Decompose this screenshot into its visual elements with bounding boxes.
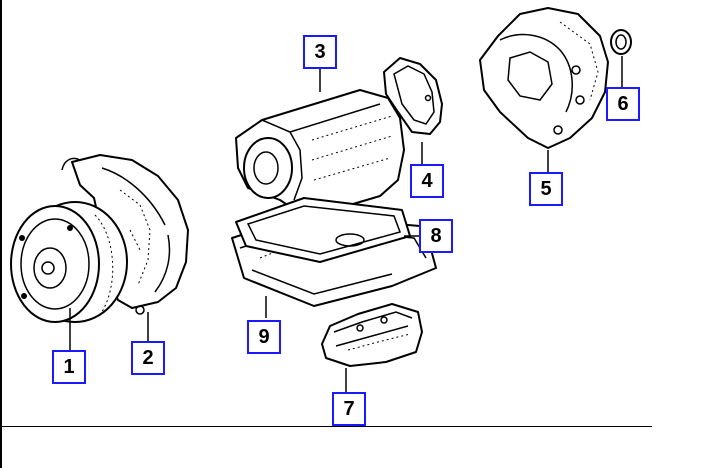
extension-housing-part <box>479 7 609 149</box>
callout-7: 7 <box>332 392 366 426</box>
transmission-case-part <box>235 89 405 219</box>
callout-2: 2 <box>131 341 165 375</box>
valve-body-part <box>321 303 423 367</box>
callout-4: 4 <box>410 164 444 198</box>
extension-gasket-part <box>383 57 443 135</box>
callout-8: 8 <box>419 219 453 253</box>
callout-9: 9 <box>247 320 281 354</box>
transmission-exploded-diagram <box>10 7 632 394</box>
bottom-divider-line <box>0 426 652 427</box>
callout-5: 5 <box>529 172 563 206</box>
callout-1: 1 <box>52 350 86 384</box>
callout-3: 3 <box>303 35 337 69</box>
callout-6: 6 <box>606 87 640 121</box>
left-border-line <box>0 0 2 468</box>
oil-seal-part <box>610 29 632 55</box>
torque-converter-part <box>10 201 128 323</box>
